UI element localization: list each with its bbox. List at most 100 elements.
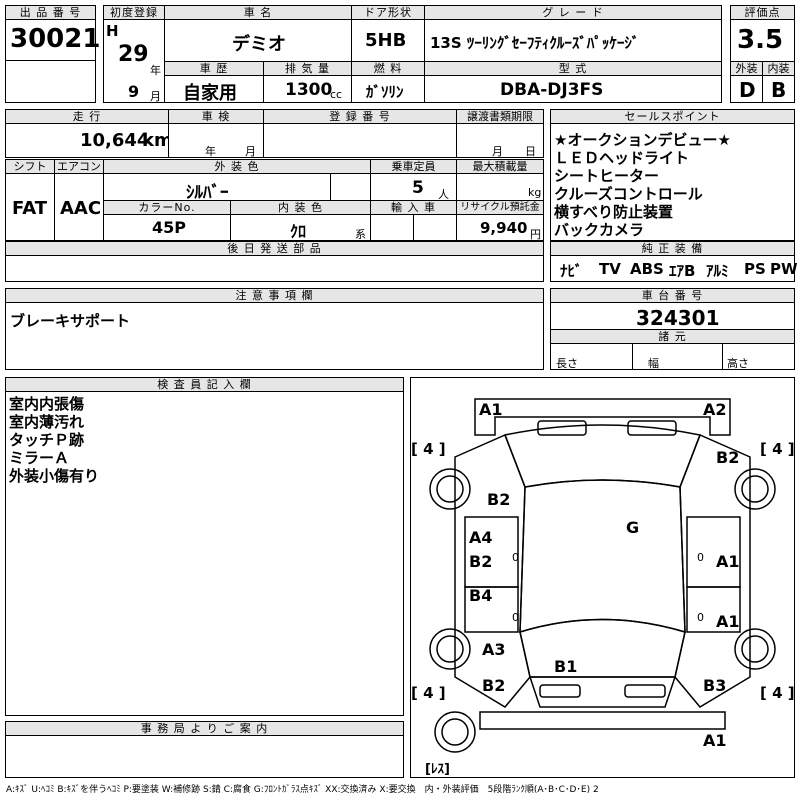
interior-color-cell [230,214,371,241]
month-unit: 月 [150,90,161,103]
damage-mark: B2 [487,490,511,509]
transfer-day-unit: 日 [525,145,536,158]
car-body-diagram [429,398,776,753]
mileage-cell [5,123,169,158]
score-cell [730,19,795,62]
spec-height-cell [722,343,795,370]
spec-length-cell [550,343,633,370]
damage-mark: B3 [703,676,727,695]
spec-width-cell [632,343,723,370]
car-history: 自家用 [183,83,237,104]
equipment-item: ﾅﾋﾞ [560,262,583,280]
car-name: デミオ [232,34,286,55]
model-cell [424,75,722,103]
inspector-notes-list: 室内内張傷 室内薄汚れ タッチＰ跡 ミラーＡ 外装小傷有り [5,391,404,716]
color-number-cell [103,214,231,241]
inspector-note: 室内内張傷 [9,395,85,413]
registration-number-cell [263,123,457,158]
sales-points-label: セールスポイント [550,109,795,124]
tire-tread-front-left: [ 4 ] [411,440,446,458]
lot-number: 30021 [10,24,101,54]
damage-mark: A3 [482,640,506,659]
registration-month: 9 [128,82,140,101]
score-label: 評価点 [730,5,795,20]
damage-mark: A1 [479,400,503,419]
interior-color-label: 内 装 色 [230,200,371,215]
door-type: 5HB [365,30,407,51]
specs-label: 諸 元 [550,329,795,344]
car-diagram-panel [410,377,795,778]
damage-mark: A1 [716,552,740,571]
notes-text: ブレーキサポート [10,312,131,330]
history-label: 車 歴 [164,61,264,76]
factory-equipment-label: 純 正 装 備 [550,241,795,256]
chassis-number: 324301 [636,306,720,330]
ac-label: エアコン [54,159,104,174]
inspector-note: 室内薄汚れ [9,413,85,431]
mileage: 10,644 [80,130,150,151]
max-load-label: 最大積載量 [456,159,544,174]
displacement-cell [263,75,352,103]
damage-mark: A2 [703,400,727,419]
damage-mark: B2 [716,448,740,467]
sales-point-item: 横すべり防止装置 [554,203,673,221]
tire-tread-front-right: [ 4 ] [760,440,795,458]
lot-number-cell [5,19,96,61]
notes-label: 注 意 事 項 欄 [5,288,544,303]
first-registration-cell [103,19,165,103]
door-zero-mark: 0 [697,551,704,564]
office-notice-label: 事 務 局 よ り ご 案 内 [5,721,404,736]
equipment-item: PW [770,260,798,278]
sales-point-item: シートヒーター [554,167,660,185]
displacement: 1300 [285,80,333,100]
damage-mark: A4 [469,528,493,547]
interior-grade: B [771,78,787,102]
equipment-item: PS [744,260,766,278]
color-number-label: カラーNo. [103,200,231,215]
tire-tread-rear-right: [ 4 ] [760,684,795,702]
ac-type: AAC [60,198,102,219]
max-load-unit: kg [528,186,542,199]
factory-equipment-cell [550,255,795,282]
era-marker: H [106,22,119,40]
inspector-notes-label: 検 査 員 記 入 欄 [5,377,404,392]
inspector-note: タッチＰ跡 [9,431,85,449]
exterior-color: ｼﾙﾊﾞｰ [186,183,229,203]
damage-mark: A1 [703,731,727,750]
equipment-item: ｴｱB [669,262,696,280]
chassis-number-label: 車 台 番 号 [550,288,795,303]
registration-number-label: 登 録 番 号 [263,109,457,124]
interior-grade-cell [762,75,795,103]
displacement-label: 排 気 量 [263,61,352,76]
damage-mark: B1 [554,657,578,676]
spec-height-label: 高さ [727,357,749,370]
recycle-fee-label: リサイクル預託金 [456,200,544,215]
grade-label: グ レ ー ド [424,5,722,20]
import-label: 輸 入 車 [370,200,457,215]
mileage-label: 走 行 [5,109,169,124]
first-registration-label: 初度登録 [103,5,165,20]
interior-color: ｸﾛ [290,222,307,241]
capacity-label: 乗車定員 [370,159,457,174]
damage-mark: A1 [716,612,740,631]
capacity: 5 [412,178,424,198]
damage-mark: G [626,518,640,537]
parts-to-follow-label: 後 日 発 送 部 品 [5,241,544,256]
notes-cell [5,302,544,370]
exterior-grade-label: 外装 [730,61,763,76]
damage-mark: B4 [469,586,493,605]
shift-type: FAT [12,198,48,219]
lot-number-label: 出 品 番 号 [5,5,96,20]
door-zero-mark: 0 [512,551,519,564]
inspection-year-unit: 年 [205,145,216,158]
sales-points-list: ★オークションデビュー★ ＬＥＤヘッドライト シートヒーター クルーズコントロー… [550,123,795,241]
transfer-deadline-cell [456,123,544,158]
sales-point-item: ★オークションデビュー★ [554,131,731,149]
capacity-cell [370,173,457,201]
inspection-month-unit: 月 [245,145,256,158]
damage-mark: B2 [469,552,493,571]
lot-number-lower-cell [5,60,96,103]
history-cell [164,75,264,103]
transfer-month-unit: 月 [492,145,503,158]
transfer-deadline-label: 譲渡書類期限 [456,109,544,124]
